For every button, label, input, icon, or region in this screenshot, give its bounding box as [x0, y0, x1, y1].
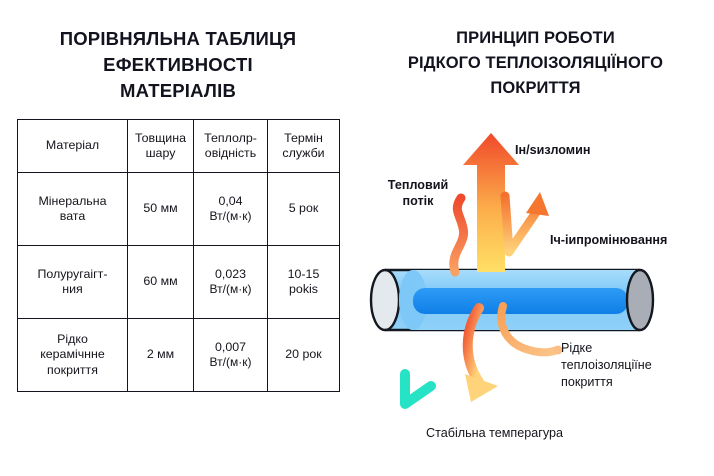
label-top-arrow: Ін/sизломин: [515, 143, 591, 157]
cell-text: 60 мм: [143, 274, 178, 289]
cell-lifetime: 10-15 pokis: [267, 245, 340, 319]
cell-text: Вт/(м·к): [209, 282, 252, 296]
right-title-line-1: ПРИНЦИП РОБОТИ: [456, 29, 615, 47]
cell-text: 20 рок: [285, 347, 322, 362]
stable-temperature-check-icon: [400, 369, 436, 409]
left-title-line-2: ЕФЕКТИВНОСТІ: [103, 54, 253, 75]
right-panel-title: ПРИНЦИП РОБОТИ РІДКОГО ТЕПЛОІЗОЛЯЦІЇНОГО…: [357, 26, 714, 101]
cell-conductivity: 0,007 Вт/(м·к): [193, 318, 268, 392]
cell-text: 2 мм: [146, 347, 175, 362]
cell-text: покриття: [47, 362, 98, 377]
label-stable-temperature: Стабільна темперагура: [426, 426, 563, 440]
label-ir-radiation: Іч-іипромінювання: [550, 233, 668, 247]
cell-material: Рідко керамічнне покриття: [17, 318, 128, 392]
cell-material: Полуругаігт- ния: [17, 245, 128, 319]
cell-text: 10-15: [287, 266, 320, 281]
heat-retained-arrow-icon: [462, 303, 498, 402]
left-panel-title: ПОРІВНЯЛЬНА ТАБЛИЦЯ ЕФЕКТИВНОСТІ МАТЕРІА…: [8, 26, 348, 104]
working-principle-panel: ПРИНЦИП РОБОТИ РІДКОГО ТЕПЛОІЗОЛЯЦІЇНОГО…: [357, 0, 714, 476]
cell-lifetime: 20 рок: [267, 318, 340, 392]
cell-conductivity: 0,023 Вт/(м·к): [193, 245, 268, 319]
cell-material: Мінеральна вата: [17, 172, 128, 246]
pipe-right-cap: [625, 268, 655, 332]
header-thickness-line-1: Товщина: [135, 130, 186, 145]
left-title-line-1: ПОРІВНЯЛЬНА ТАБЛИЦЯ: [59, 28, 297, 49]
right-title-line-2: РІДКОГО ТЕПЛОІЗОЛЯЦІЇНОГО: [407, 54, 664, 72]
label-liquid-coating: Рідке теплоізоляціїне покриття: [561, 340, 711, 391]
table-row: Мінеральна вата 50 мм 0,04 Вт/(м·к) 5 ро…: [17, 172, 340, 246]
table-header-row: Матеріал Товщина шару Теплолр- овідність…: [17, 119, 340, 173]
cell-text: Вт/(м·к): [209, 209, 252, 223]
header-material-line-1: Матеріал: [45, 138, 100, 153]
cell-thickness: 50 мм: [127, 172, 194, 246]
column-header-lifetime: Термін служби: [267, 119, 340, 173]
label-heat-flow-line-2: потік: [402, 194, 434, 208]
cell-lifetime: 5 рок: [267, 172, 340, 246]
pipe-illustration: [369, 268, 655, 332]
label-coating-line-1: Рідке: [561, 341, 593, 355]
materials-comparison-table: Матеріал Товщина шару Теплолр- овідність…: [17, 119, 340, 392]
header-conductivity-line-1: Теплолр-: [204, 130, 257, 145]
table-row: Рідко керамічнне покриття 2 мм 0,007 Вт/…: [17, 318, 340, 392]
cell-text: 0,023: [214, 266, 246, 281]
cell-text: pokis: [289, 282, 318, 296]
cell-text: вата: [59, 209, 86, 223]
right-title-line-3: ПОКРИТТЯ: [490, 79, 581, 97]
header-lifetime-line-1: Термін: [284, 130, 323, 145]
pipe-inner-core: [413, 288, 628, 314]
header-lifetime-line-2: служби: [282, 146, 325, 160]
comparison-table-panel: ПОРІВНЯЛЬНА ТАБЛИЦЯ ЕФЕКТИВНОСТІ МАТЕРІА…: [8, 26, 348, 392]
header-conductivity-line-2: овідність: [204, 146, 257, 160]
cell-text: 50 мм: [143, 201, 178, 216]
cell-text: ния: [62, 282, 83, 296]
column-header-thickness: Товщина шару: [127, 119, 194, 173]
cell-thickness: 2 мм: [127, 318, 194, 392]
cell-text: Вт/(м·к): [209, 355, 252, 369]
heat-flow-wave-icon: [449, 193, 469, 277]
cell-conductivity: 0,04 Вт/(м·к): [193, 172, 268, 246]
cell-text: керамічнне: [40, 347, 105, 362]
cell-text: Полуругаігт-: [37, 266, 108, 281]
label-coating-line-3: покриття: [561, 375, 613, 389]
label-coating-line-2: теплоізоляціїне: [561, 358, 652, 372]
cell-text: Мінеральна: [38, 193, 107, 208]
pipe-left-cap: [369, 268, 401, 332]
label-heat-flow: Тепловий потік: [370, 177, 466, 209]
cell-text: 0,04: [218, 193, 243, 208]
pipe-insulation-diagram: [369, 133, 655, 409]
left-title-line-3: МАТЕРІАЛІВ: [119, 80, 237, 101]
label-heat-flow-line-1: Тепловий: [387, 178, 449, 192]
table-row: Полуругаігт- ния 60 мм 0,023 Вт/(м·к) 10…: [17, 245, 340, 319]
ir-reflection-arrow-icon: [500, 191, 549, 257]
header-thickness-line-2: шару: [145, 146, 176, 160]
cell-text: Рідко: [57, 331, 88, 346]
coating-pointer-squiggle-icon: [497, 302, 563, 357]
cell-text: 0,007: [214, 339, 246, 354]
cell-thickness: 60 мм: [127, 245, 194, 319]
column-header-material: Матеріал: [17, 119, 128, 173]
cell-text: 5 рок: [288, 201, 319, 216]
column-header-conductivity: Теплолр- овідність: [193, 119, 268, 173]
